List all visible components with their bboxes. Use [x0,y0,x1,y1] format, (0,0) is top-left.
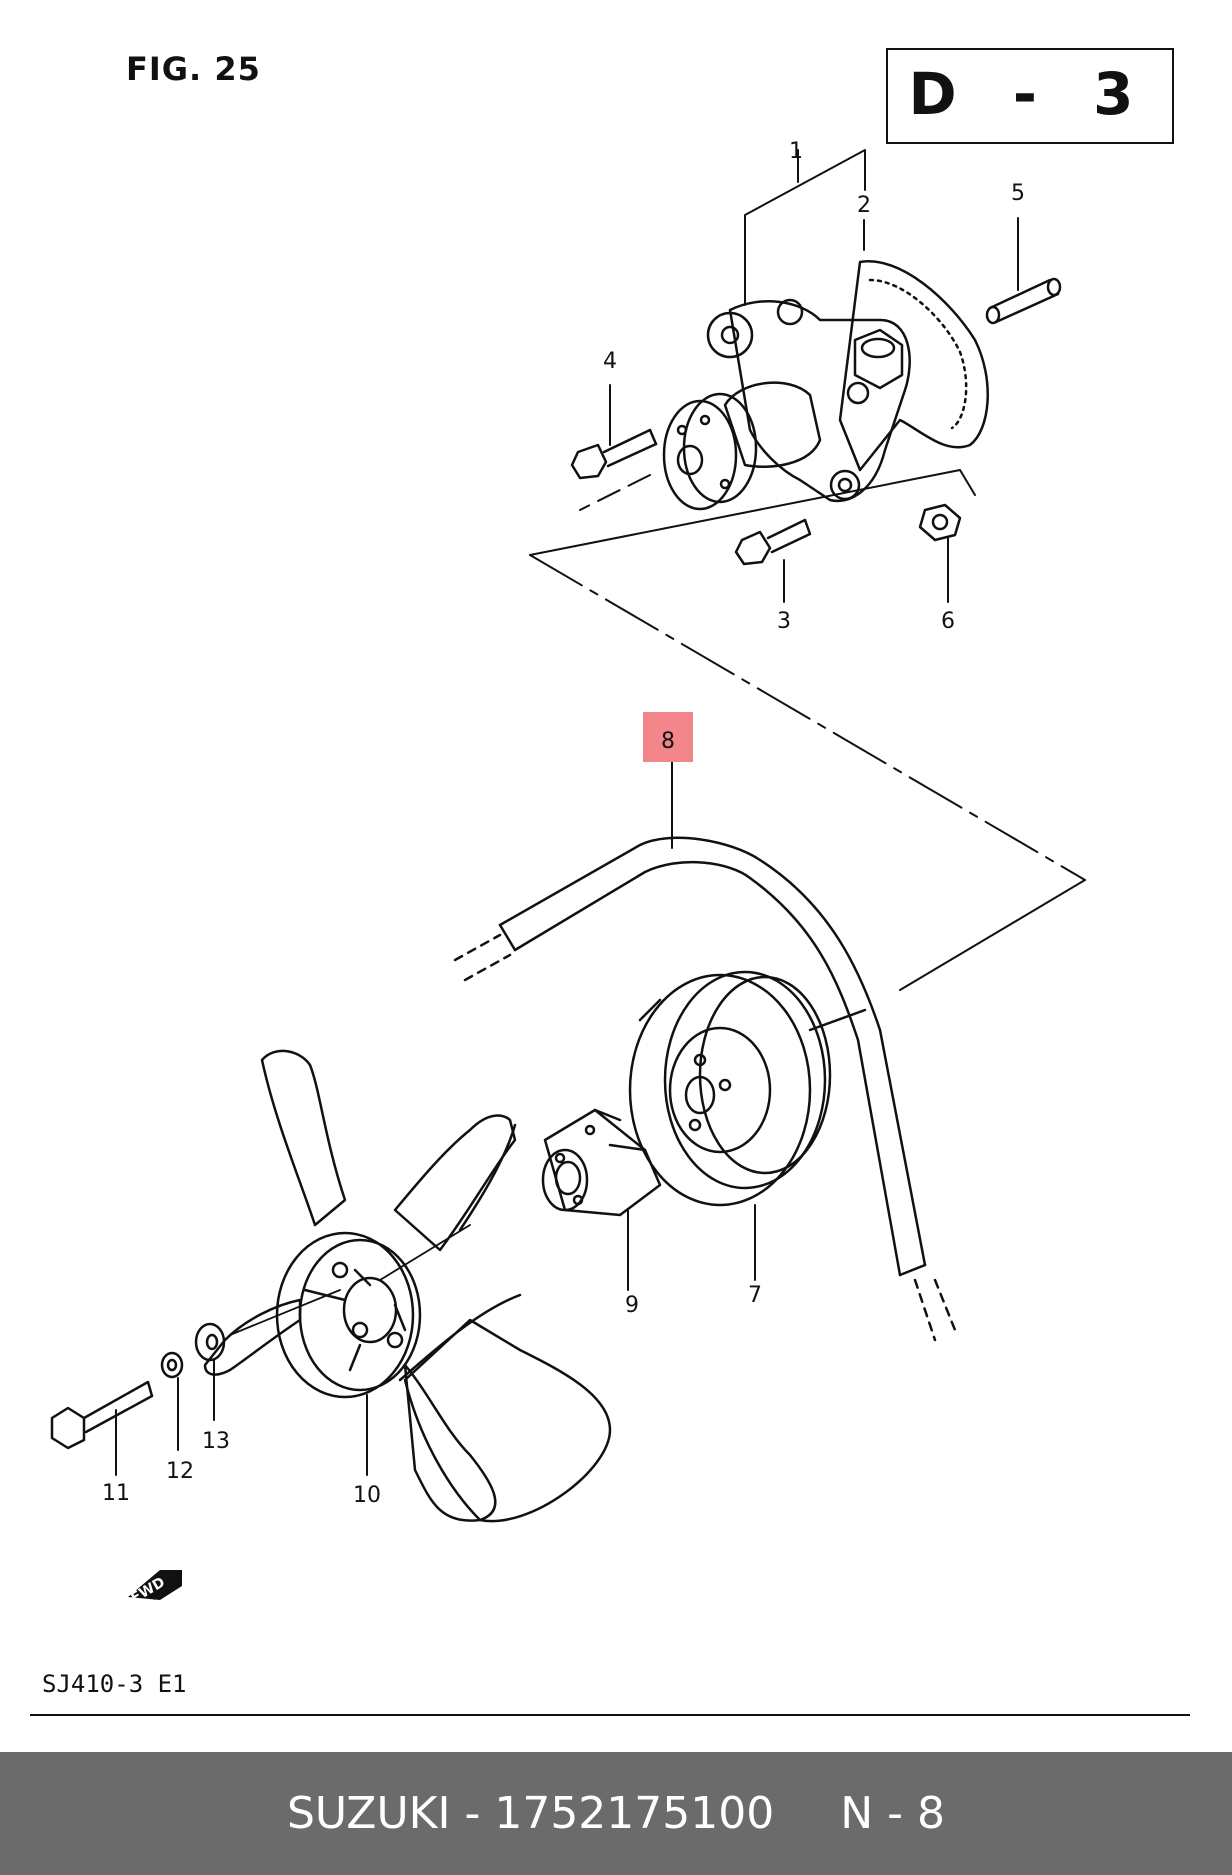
exploded-view-drawing: 1 2 3 4 5 6 7 8 9 10 11 12 13 FWD [50,139,1086,1606]
callout-13: 13 [202,1429,230,1454]
caption-reference: N - 8 [840,1788,946,1839]
callout-1: 1 [789,139,803,164]
callout-6: 6 [941,609,955,634]
callout-7: 7 [748,1283,762,1308]
callout-11: 11 [102,1481,130,1506]
callout-labels: 1 2 3 4 5 6 7 8 9 10 11 12 13 [102,139,1025,1508]
fwd-label: FWD [128,1574,168,1606]
highlight-part-8 [643,712,693,762]
water-pump-pulley [628,970,867,1207]
fan-bolt-11 [50,1380,154,1450]
lock-washer-12 [160,1351,184,1379]
callout-5: 5 [1011,181,1025,206]
figure-title: FIG. 25 [126,50,261,88]
water-pump-assembly [662,260,989,511]
washer-13 [194,1322,226,1362]
bottom-rule [30,1714,1190,1716]
fwd-arrow [128,1570,182,1600]
nut-6 [918,503,962,542]
caption-part-number: SUZUKI - 1752175100 [286,1788,775,1839]
stud-5 [985,277,1062,325]
callout-3: 3 [777,609,791,634]
bolt-3 [734,518,812,566]
sheet-code-box: D - 3 [886,48,1174,144]
cooling-fan [203,1049,612,1523]
fan-spacer [541,1108,662,1217]
bolt-4 [570,428,658,480]
callout-9: 9 [625,1293,639,1318]
callout-4: 4 [603,349,617,374]
callout-10: 10 [353,1483,381,1508]
v-belt [453,836,957,1342]
parts-diagram: FIG. 25 D - 3 [30,48,1190,1716]
leader-lines [115,149,1019,1476]
caption-bar: SUZUKI - 1752175100 N - 8 [0,1752,1232,1875]
model-label: SJ410-3 E1 [42,1670,187,1698]
alignment-lines [529,469,1086,991]
sheet-code: D - 3 [908,60,1152,128]
callout-2: 2 [857,193,871,218]
callout-8: 8 [661,729,675,754]
callout-12: 12 [166,1459,194,1484]
